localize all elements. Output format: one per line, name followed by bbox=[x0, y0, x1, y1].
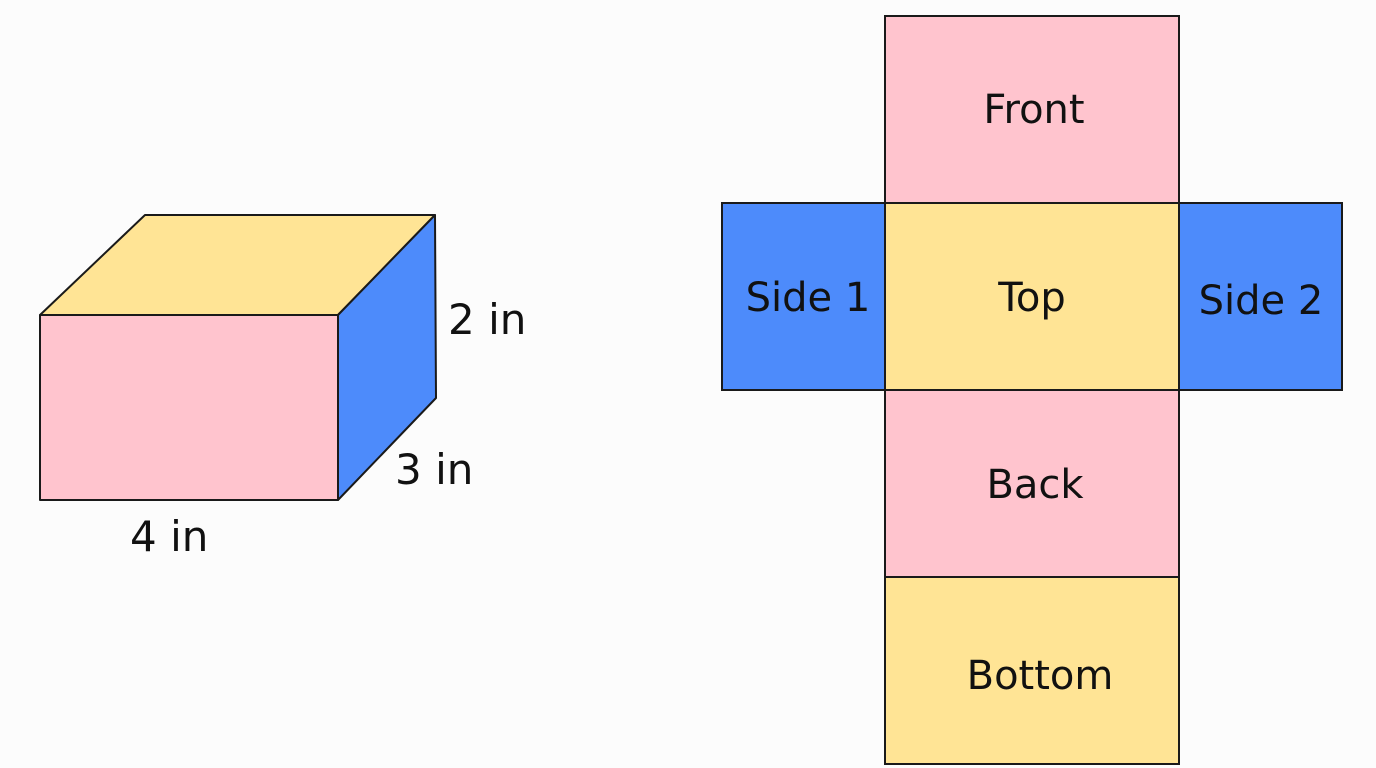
prism-front-face bbox=[39, 314, 339, 501]
prism-net bbox=[721, 15, 1343, 765]
net-label-side2: Side 2 bbox=[1199, 278, 1324, 324]
depth-dimension-label: 3 in bbox=[395, 445, 473, 494]
net-label-back: Back bbox=[986, 462, 1084, 508]
rectangular-prism bbox=[39, 214, 437, 501]
net-face-bottom bbox=[884, 576, 1180, 765]
length-dimension-label: 4 in bbox=[130, 512, 208, 561]
net-label-top: Top bbox=[997, 275, 1066, 321]
net-face-side2 bbox=[1178, 202, 1343, 391]
net-label-bottom: Bottom bbox=[967, 653, 1114, 699]
net-label-side1: Side 1 bbox=[746, 275, 871, 321]
net-face-front bbox=[884, 15, 1180, 204]
height-dimension-label: 2 in bbox=[448, 295, 526, 344]
net-label-front: Front bbox=[983, 87, 1084, 133]
